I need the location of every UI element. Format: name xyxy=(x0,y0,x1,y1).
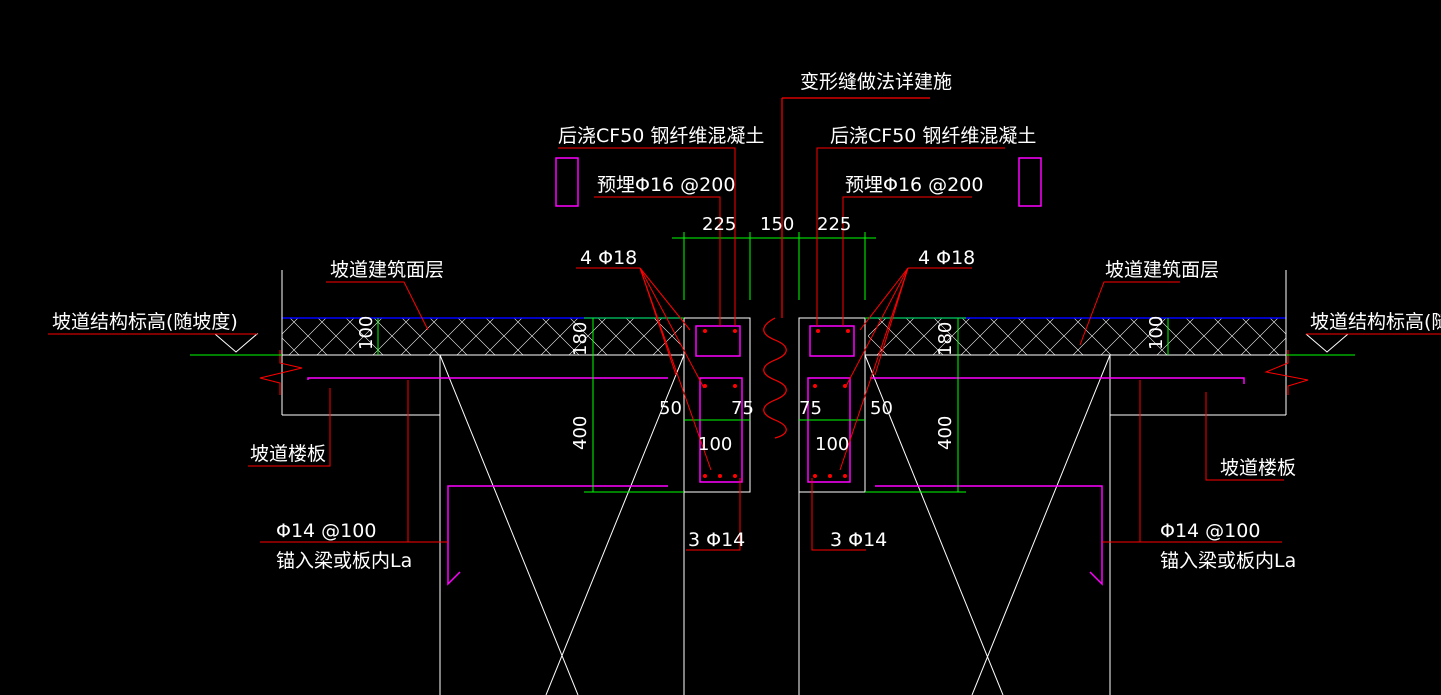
dimension-labels: 225 150 225 100 100 180 180 400 400 50 7… xyxy=(356,214,1167,455)
structure-outline xyxy=(281,270,1287,695)
joint-note-label: 变形缝做法详建施 xyxy=(800,71,952,93)
rebar-lines xyxy=(307,157,1245,586)
elev-right-label: 坡道结构标高(随坡度) xyxy=(1310,311,1441,333)
elev-left-label: 坡道结构标高(随坡度) xyxy=(52,311,238,333)
finish-layer-right xyxy=(868,317,1286,356)
bars-top-left-label: 4 Φ18 xyxy=(580,247,637,269)
dim-225-right: 225 xyxy=(817,214,851,235)
deformation-joint xyxy=(763,97,930,439)
dim-225-left: 225 xyxy=(702,214,736,235)
bars-bot-right-label: 3 Φ14 xyxy=(830,529,887,551)
elevation-marker-right xyxy=(1305,333,1441,353)
leader-lines xyxy=(248,147,1284,551)
dim-100b-left: 100 xyxy=(698,434,732,455)
bars-top-right-label: 4 Φ18 xyxy=(918,247,975,269)
dim-150: 150 xyxy=(760,214,794,235)
rebar-right-line2: 锚入梁或板内La xyxy=(1160,550,1296,572)
dim-50-right: 50 xyxy=(870,398,893,419)
break-line-left xyxy=(259,350,303,395)
elevation-marker-left xyxy=(48,333,259,353)
pour-right-label: 后浇CF50 钢纤维混凝土 xyxy=(830,125,1036,147)
dim-180-right: 180 xyxy=(935,322,956,356)
dim-180-left: 180 xyxy=(570,322,591,356)
slab-left-label: 坡道楼板 xyxy=(250,443,326,465)
rebar-right-line1: Φ14 @100 xyxy=(1160,520,1260,542)
embed-right-label: 预埋Φ16 @200 xyxy=(845,174,983,196)
break-line-right xyxy=(1264,350,1309,395)
dim-100-left: 100 xyxy=(356,316,377,350)
rebar-left-line2: 锚入梁或板内La xyxy=(276,550,412,572)
rebar-left-line1: Φ14 @100 xyxy=(276,520,376,542)
dim-400-right: 400 xyxy=(935,416,956,450)
dim-75-right: 75 xyxy=(799,398,822,419)
pour-left-label: 后浇CF50 钢纤维混凝土 xyxy=(558,125,764,147)
dim-75-left: 75 xyxy=(731,398,754,419)
finish-layer-left xyxy=(282,317,682,356)
slab-right-label: 坡道楼板 xyxy=(1220,457,1296,479)
bars-bot-left-label: 3 Φ14 xyxy=(688,529,745,551)
finish-left-label: 坡道建筑面层 xyxy=(330,259,444,281)
dimension-lines xyxy=(190,232,1355,493)
dim-100b-right: 100 xyxy=(815,434,849,455)
embed-left-label: 预埋Φ16 @200 xyxy=(597,174,735,196)
finish-right-label: 坡道建筑面层 xyxy=(1105,259,1219,281)
rebar-dots xyxy=(703,329,850,478)
dim-400-left: 400 xyxy=(570,416,591,450)
annotation-labels: 变形缝做法详建施 后浇CF50 钢纤维混凝土 后浇CF50 钢纤维混凝土 预埋Φ… xyxy=(52,71,1441,572)
dim-100-right: 100 xyxy=(1146,316,1167,350)
dim-50-left: 50 xyxy=(659,398,682,419)
